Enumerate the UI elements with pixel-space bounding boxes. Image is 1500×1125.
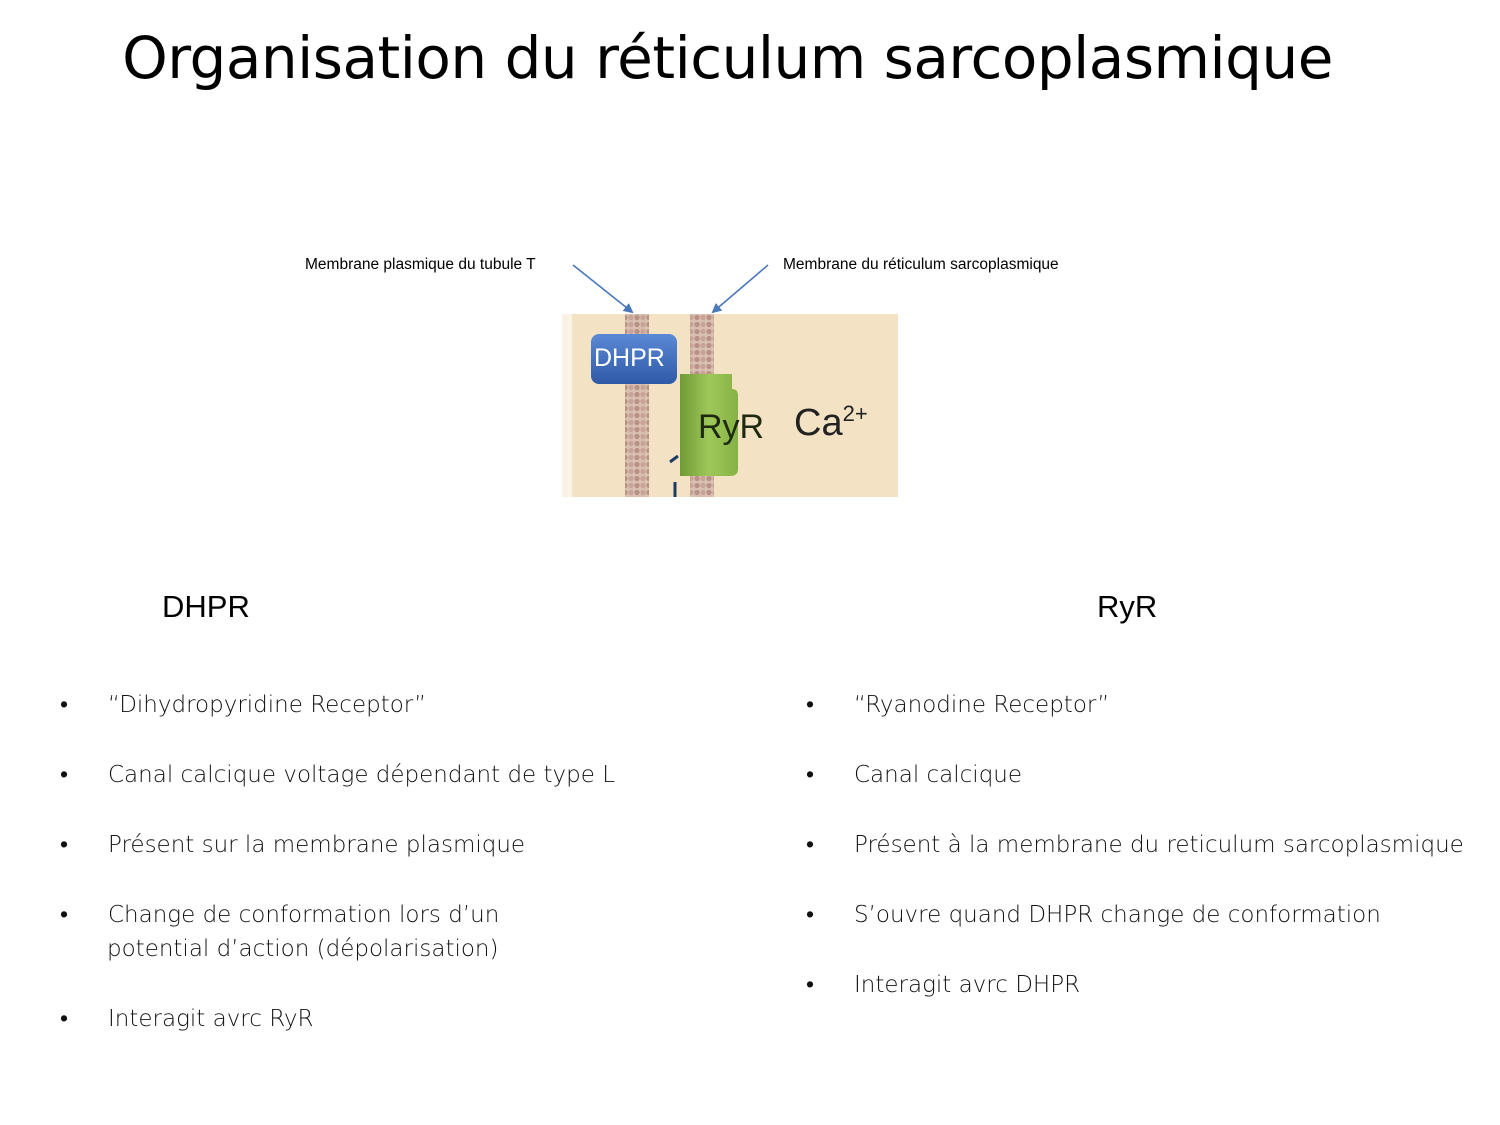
ryr-column-heading: RyR (1097, 589, 1158, 624)
list-item-text: “Ryanodine Receptor” (854, 692, 1110, 718)
bullet-icon: • (806, 762, 815, 788)
ion-flow-arrow (669, 454, 679, 497)
list-item-text: Interagit avrc DHPR (854, 972, 1081, 998)
calcium-symbol: Ca (794, 402, 843, 444)
list-item: • Canal calcique (806, 758, 1496, 792)
arrow-to-sr-membrane (711, 264, 769, 314)
dhpr-bullet-list: • “Dihydropyridine Receptor” • Canal calci… (60, 688, 760, 1072)
list-item: • “Ryanodine Receptor” (806, 688, 1496, 722)
slide-title: Organisation du réticulum sarcoplasmique (122, 24, 1333, 92)
bullet-icon: • (60, 762, 69, 788)
list-item-text: Canal calcique voltage dépendant de type… (108, 762, 616, 788)
list-item-text: Interagit avrc RyR (108, 1006, 314, 1032)
calcium-ion-label: Ca2+ (794, 401, 868, 444)
bullet-icon: • (60, 1006, 69, 1032)
ryr-channel (680, 374, 738, 476)
bullet-icon: • (806, 692, 815, 718)
list-item: • Change de conformation lors d’un potenti… (60, 898, 760, 966)
bullet-icon: • (806, 832, 815, 858)
bullet-icon: • (806, 972, 815, 998)
list-item: • Présent sur la membrane plasmique (60, 828, 760, 862)
list-item-text: S’ouvre quand DHPR change de conformatio… (854, 902, 1381, 928)
list-item: • “Dihydropyridine Receptor” (60, 688, 760, 722)
list-item: • Interagit avrc RyR (60, 1002, 760, 1036)
list-item: • S’ouvre quand DHPR change de conformati… (806, 898, 1496, 932)
list-item-text: Présent sur la membrane plasmique (108, 832, 526, 858)
bullet-icon: • (60, 902, 69, 928)
ryr-bullet-list: • “Ryanodine Receptor” • Canal calcique • P… (806, 688, 1496, 1038)
bullet-icon: • (806, 902, 815, 928)
ryr-label: RyR (698, 408, 764, 446)
list-item-text-continued: potential d’action (dépolarisation) (107, 936, 499, 962)
dhpr-ryr-diagram: RyR DHPR Ca2+ (562, 314, 898, 497)
list-item-text: Canal calcique (854, 762, 1023, 788)
list-item-text: Change de conformation lors d’un (108, 902, 500, 928)
arrow-to-t-tubule-membrane (572, 264, 634, 314)
dhpr-label: DHPR (594, 344, 665, 372)
bullet-icon: • (60, 832, 69, 858)
list-item-text: Présent à la membrane du reticulum sarco… (854, 832, 1464, 858)
callout-t-tubule-membrane: Membrane plasmique du tubule T (305, 256, 536, 273)
cytoplasm-left-edge (562, 314, 572, 497)
list-item: • Canal calcique voltage dépendant de typ… (60, 758, 760, 792)
dhpr-column-heading: DHPR (162, 589, 250, 624)
calcium-charge: 2+ (843, 401, 868, 426)
dhpr-channel (591, 334, 677, 384)
callout-sr-membrane: Membrane du réticulum sarcoplasmique (783, 256, 1059, 273)
list-item: • Interagit avrc DHPR (806, 968, 1496, 1002)
list-item-text: “Dihydropyridine Receptor” (108, 692, 427, 718)
bullet-icon: • (60, 692, 69, 718)
list-item: • Présent à la membrane du reticulum sarc… (806, 828, 1496, 862)
